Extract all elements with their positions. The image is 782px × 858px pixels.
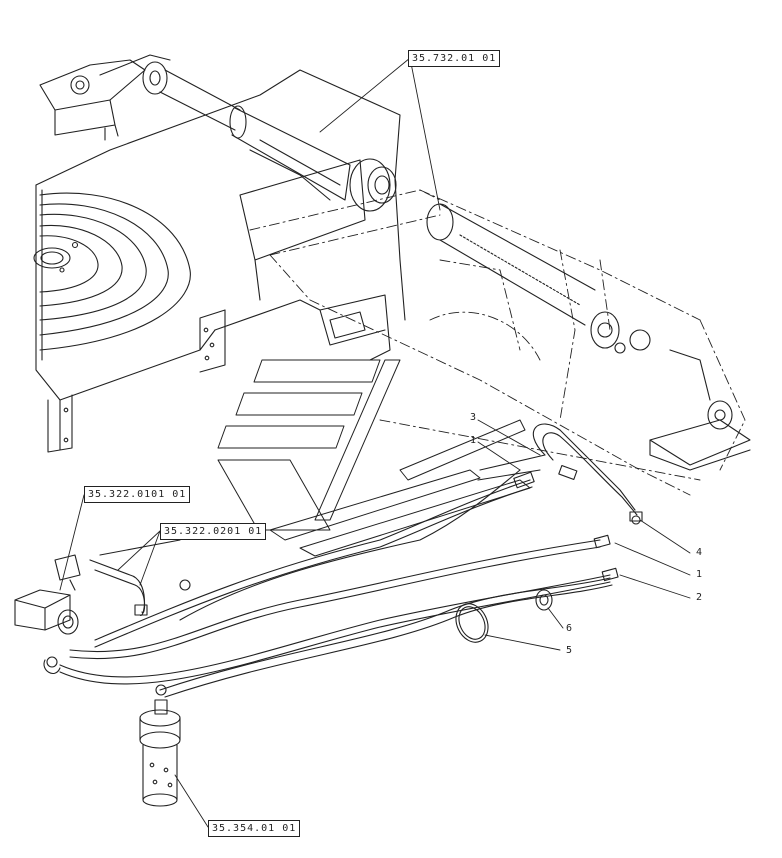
boom-outline	[249, 189, 746, 496]
callout-2: 2	[696, 592, 703, 603]
boom-cylinder	[426, 203, 651, 354]
callout-5: 5	[566, 645, 573, 656]
swivel-joint	[139, 684, 181, 807]
clamp-ring	[455, 603, 489, 643]
callout-1-top: 1	[470, 435, 477, 446]
valve-block	[14, 539, 191, 674]
callout-4: 4	[696, 547, 703, 558]
valve-a-reference-label: 35.322.0101 01	[84, 486, 191, 503]
hydraulic-hoses	[59, 423, 643, 698]
hydraulic-cylinder	[142, 61, 397, 212]
pivot-mount	[39, 54, 171, 141]
swivel-reference-label: 35.354.01 01	[208, 820, 301, 837]
plug	[535, 589, 553, 611]
callout-3: 3	[470, 412, 477, 423]
cylinder-reference-label: 35.732.01 01	[408, 50, 501, 67]
right-pivot	[649, 349, 751, 471]
callout-6: 6	[566, 623, 573, 634]
valve-b-reference-label: 35.322.0201 01	[160, 523, 267, 540]
leader-lines	[59, 57, 691, 828]
chassis-frame	[33, 69, 406, 453]
callout-1: 1	[696, 569, 703, 580]
